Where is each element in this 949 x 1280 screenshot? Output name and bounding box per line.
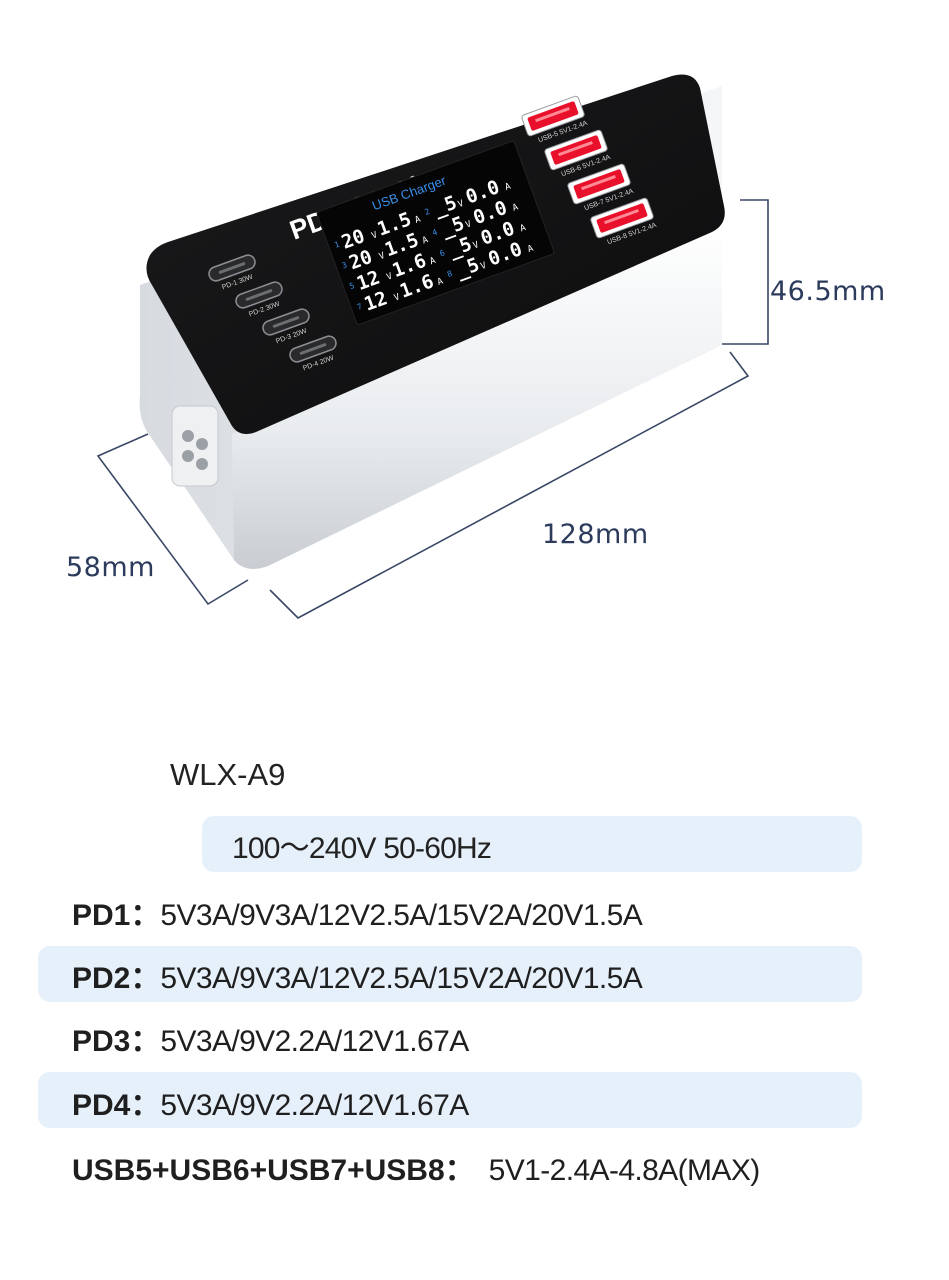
screen-port-index: 7 xyxy=(356,302,364,312)
usb-a-port-icon: USB-7 5V1-2.4A xyxy=(567,163,635,212)
charger-drawing: PD USB Charger USB Charger 120V1.5A2_5V0… xyxy=(96,74,769,619)
screen-unit: A xyxy=(511,202,520,213)
spec-band-pd2 xyxy=(38,946,862,1002)
screen-unit: A xyxy=(504,182,513,193)
screen-port-index: 1 xyxy=(333,240,341,250)
spec-row-pd1: PD1：5V3A/9V3A/12V2.5A/15V2A/20V1.5A xyxy=(72,890,643,934)
spec-key: USB5+USB6+USB7+USB8： xyxy=(72,1154,475,1187)
spec-key: PD3： xyxy=(72,1025,161,1058)
length-dimension-label: 128mm xyxy=(542,519,649,550)
height-dimension-label: 46.5mm xyxy=(770,276,886,307)
spec-key: PD2： xyxy=(72,962,161,995)
spec-row-pd3: PD3：5V3A/9V2.2A/12V1.67A xyxy=(72,1016,469,1060)
screen-unit: A xyxy=(421,235,430,246)
screen-unit: A xyxy=(526,244,535,255)
screen-port-index: 4 xyxy=(431,227,439,237)
screen-unit: V xyxy=(378,251,387,262)
spec-band-pd4 xyxy=(38,1072,862,1128)
screen-unit: V xyxy=(479,261,488,272)
screen-port-index: 5 xyxy=(348,281,356,291)
width-dimension-line xyxy=(96,433,249,606)
spec-value: 5V3A/9V2.2A/12V1.67A xyxy=(160,1089,469,1122)
product-illustration: PD USB Charger USB Charger 120V1.5A2_5V0… xyxy=(66,74,886,619)
height-dimension-line xyxy=(722,199,769,345)
spec-value: 5V1-2.4A-4.8A(MAX) xyxy=(488,1154,761,1187)
spec-value: 5V3A/9V3A/12V2.5A/15V2A/20V1.5A xyxy=(160,899,643,932)
length-dimension-line xyxy=(269,351,750,619)
screen-unit: A xyxy=(414,214,423,225)
spec-row-pd2: PD2：5V3A/9V3A/12V2.5A/15V2A/20V1.5A xyxy=(72,953,643,997)
screen-unit: A xyxy=(429,256,438,267)
spec-row-pd4: PD4：5V3A/9V2.2A/12V1.67A xyxy=(72,1080,469,1124)
screen-unit: V xyxy=(370,230,379,241)
model-number: WLX-A9 xyxy=(170,757,286,792)
spec-key: PD4： xyxy=(72,1089,161,1122)
screen-unit: A xyxy=(436,276,445,287)
screen-unit: V xyxy=(472,240,481,251)
spec-row-usb: USB5+USB6+USB7+USB8： 5V1-2.4A-4.8A(MAX) xyxy=(72,1145,760,1189)
input-spec: 100～240V 50-60Hz xyxy=(232,832,492,865)
screen-unit: A xyxy=(519,223,528,234)
screen-port-index: 8 xyxy=(446,269,454,279)
screen-unit: V xyxy=(464,219,473,230)
width-dimension-label: 58mm xyxy=(66,552,155,583)
screen-port-index: 6 xyxy=(439,248,447,258)
spec-value: 5V3A/9V3A/12V2.5A/15V2A/20V1.5A xyxy=(160,962,643,995)
screen-unit: V xyxy=(457,199,466,210)
screen-port-index: 3 xyxy=(341,260,349,270)
dimension-lines xyxy=(96,199,769,619)
screen-port-index: 2 xyxy=(423,207,431,217)
screen-unit: V xyxy=(385,271,394,282)
charger-body xyxy=(139,74,725,569)
spec-value: 5V3A/9V2.2A/12V1.67A xyxy=(160,1025,469,1058)
screen-unit: V xyxy=(393,292,402,303)
ac-socket-icon xyxy=(171,405,219,487)
input-band xyxy=(202,816,862,872)
spec-key: PD1： xyxy=(72,899,161,932)
